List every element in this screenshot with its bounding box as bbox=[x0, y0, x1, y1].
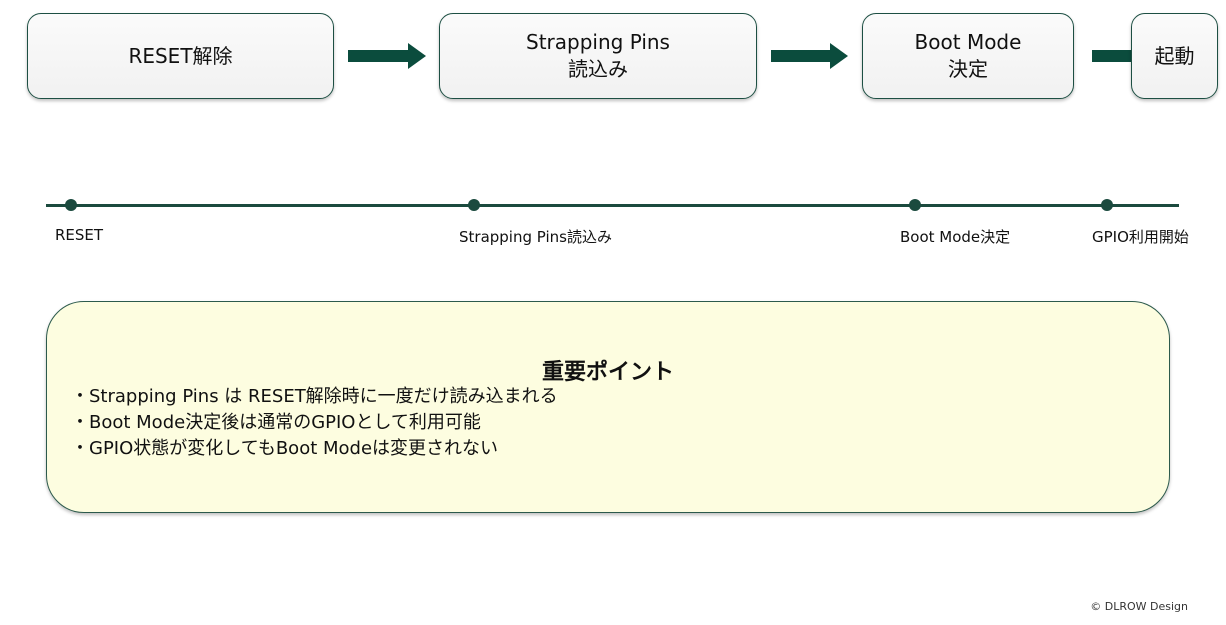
important-points-title: 重要ポイント bbox=[541, 360, 674, 385]
list-item: ・Boot Mode決定後は通常のGPIOとして利用可能 bbox=[71, 412, 481, 433]
step-label: Strapping Pins bbox=[526, 30, 670, 54]
step-reset-release: RESET解除 bbox=[27, 13, 334, 99]
step-strapping-pins-read: Strapping Pins 読込み bbox=[439, 13, 757, 99]
step-label: RESET解除 bbox=[128, 43, 233, 68]
arrow-right-icon bbox=[1092, 43, 1132, 69]
list-item: ・GPIO状態が変化してもBoot Modeは変更されない bbox=[71, 438, 499, 459]
timeline-marker bbox=[909, 199, 921, 211]
step-label: 読込み bbox=[568, 57, 628, 81]
timeline-marker bbox=[65, 199, 77, 211]
timeline-line bbox=[46, 204, 1179, 207]
step-boot-mode-decision: Boot Mode 決定 bbox=[862, 13, 1074, 99]
timeline-label-gpio-start: GPIO利用開始 bbox=[1092, 228, 1189, 246]
step-boot: 起動 bbox=[1131, 13, 1218, 99]
timeline-label-boot-mode: Boot Mode決定 bbox=[900, 228, 1011, 246]
important-points-box: 重要ポイント ・Strapping Pins は RESET解除時に一度だけ読み… bbox=[46, 301, 1170, 513]
step-label: 起動 bbox=[1154, 43, 1195, 68]
arrow-right-icon bbox=[771, 43, 848, 69]
timeline-label-reset: RESET bbox=[55, 226, 104, 244]
step-label: Boot Mode bbox=[914, 30, 1022, 54]
arrow-right-icon bbox=[348, 43, 426, 69]
step-label: 決定 bbox=[948, 57, 988, 81]
list-item: ・Strapping Pins は RESET解除時に一度だけ読み込まれる bbox=[71, 386, 558, 407]
important-points-list: ・Strapping Pins は RESET解除時に一度だけ読み込まれる ・B… bbox=[71, 384, 558, 462]
timeline-label-strapping: Strapping Pins読込み bbox=[459, 228, 612, 246]
timeline-marker bbox=[1101, 199, 1113, 211]
timeline-marker bbox=[468, 199, 480, 211]
copyright-text: © DLROW Design bbox=[1090, 600, 1188, 613]
